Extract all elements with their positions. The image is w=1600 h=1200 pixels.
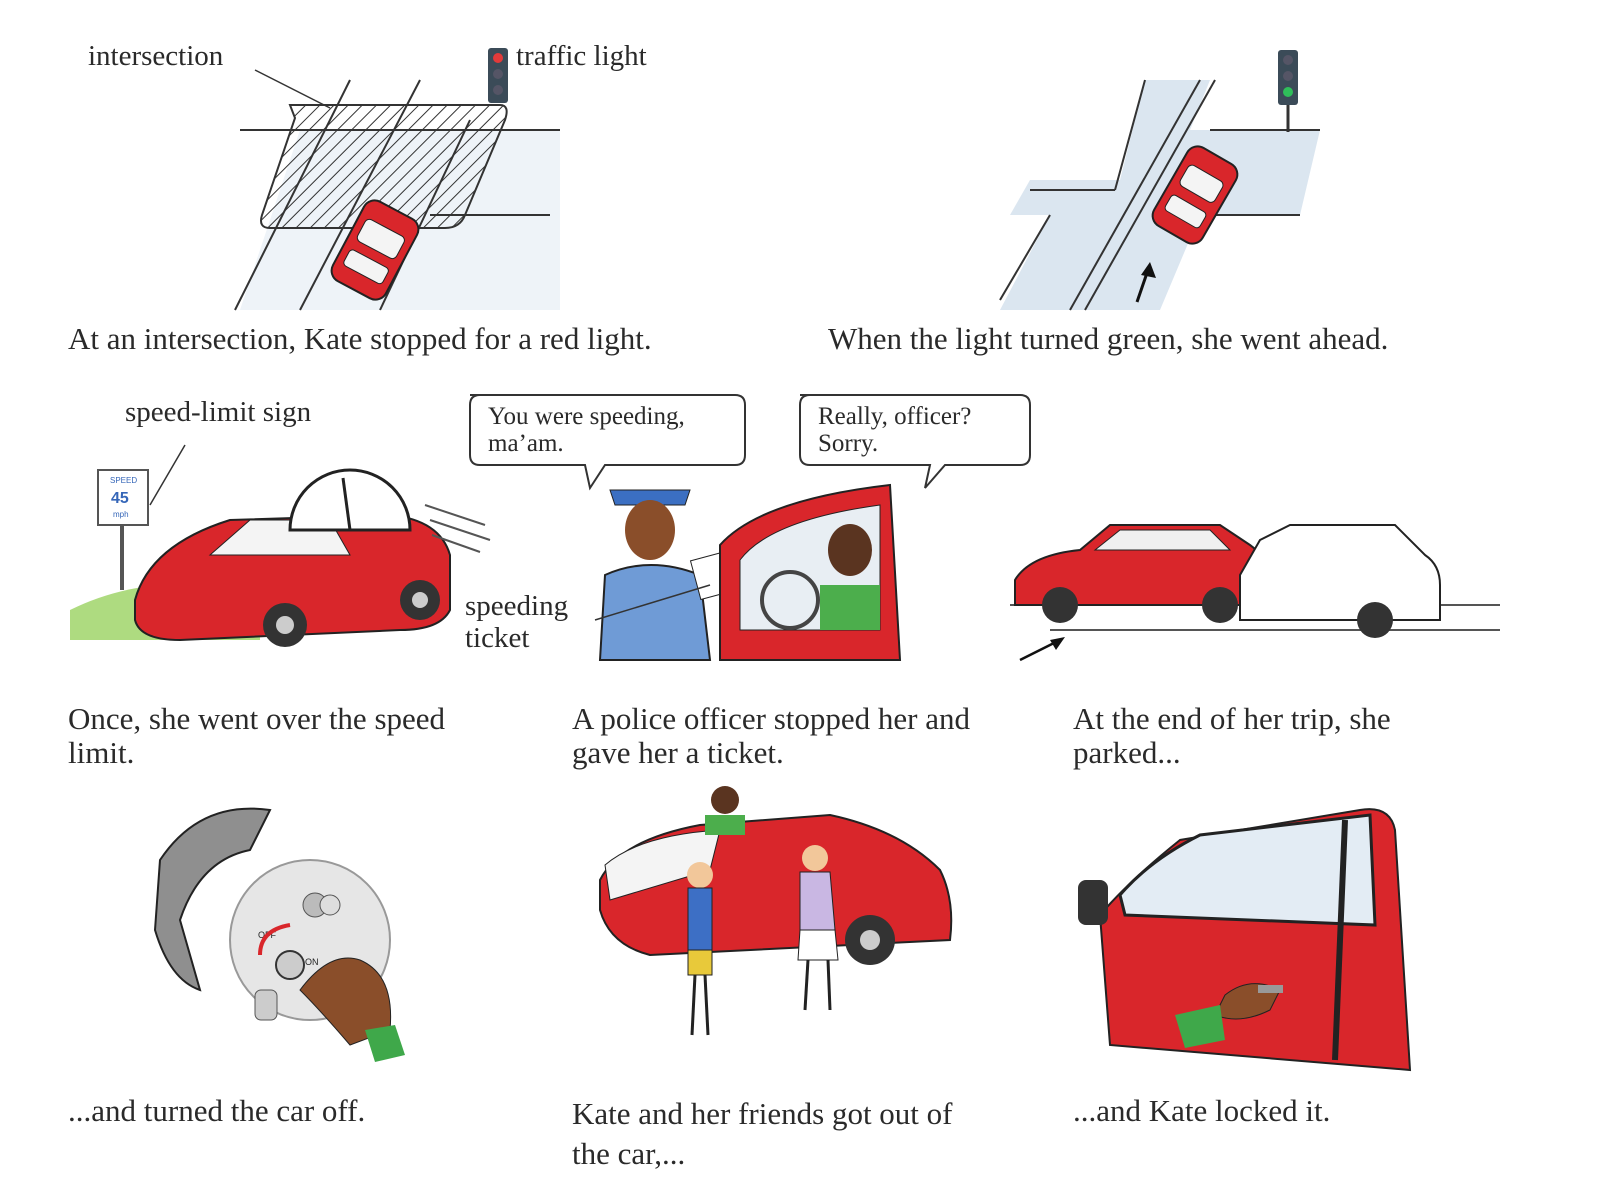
kate-head — [802, 845, 828, 871]
caption-panel1: At an intersection, Kate stopped for a r… — [68, 321, 652, 356]
caption-panel8: ...and Kate locked it. — [1073, 1093, 1331, 1128]
sign-speed-text: SPEED — [110, 476, 137, 485]
sign-pointer — [149, 444, 186, 506]
speedometer-icon — [288, 468, 412, 532]
friend-head — [687, 862, 713, 888]
kate-speech-text: Really, officer? Sorry. — [818, 403, 972, 457]
speed-limit-sign-icon — [97, 469, 149, 526]
panel4-illustration — [469, 394, 1031, 661]
red-car-icon — [330, 199, 420, 301]
caption-panel3: Once, she went over the speed limit. — [68, 701, 446, 770]
road-area — [1000, 80, 1320, 310]
ignition-on-label: ON — [305, 957, 319, 967]
intersection-label: intersection — [88, 40, 224, 72]
caption-panel2: When the light turned green, she went ah… — [828, 321, 1389, 356]
friend-body — [687, 887, 713, 951]
caption-panel6: ...and turned the car off. — [68, 1093, 366, 1128]
ignition-icon — [275, 950, 305, 980]
kate-head — [828, 524, 872, 576]
speeding-ticket-label: speeding ticket — [465, 590, 569, 654]
panel1-illustration — [234, 48, 560, 311]
panel8-illustration — [1078, 808, 1412, 1072]
caption-panel5: At the end of her trip, she parked... — [1073, 701, 1391, 770]
steering-wheel-icon — [760, 570, 820, 630]
officer-head — [625, 500, 675, 560]
car-window — [1118, 813, 1377, 927]
panel2-illustration — [999, 50, 1320, 311]
turn-arrow-icon — [258, 923, 291, 956]
red-car-icon — [134, 513, 451, 642]
police-cap-icon — [609, 489, 691, 506]
panel5-illustration — [1010, 524, 1500, 662]
caption-panel4: A police officer stopped her and gave he… — [572, 701, 970, 770]
sleeve — [365, 1025, 405, 1062]
speed-limit-sign-label: speed-limit sign — [125, 396, 312, 428]
red-car-icon — [1151, 145, 1239, 245]
panel3-illustration: SPEED 45 mph — [70, 444, 491, 647]
sleeve — [1175, 1005, 1225, 1048]
side-mirror-icon — [1078, 880, 1108, 925]
officer-speech-text: You were speeding, ma’am. — [488, 403, 685, 457]
sign-speed-value: 45 — [111, 490, 129, 507]
white-car-icon — [1239, 524, 1441, 621]
sign-speed-unit: mph — [113, 510, 129, 519]
kate-body — [799, 871, 836, 931]
officer-speech-bubble — [469, 394, 746, 491]
kate-shirt — [820, 585, 880, 630]
panel7-illustration — [599, 786, 953, 1036]
intersection-pointer — [254, 69, 331, 109]
hand — [299, 957, 392, 1046]
friend-head — [711, 786, 739, 814]
traffic-light-label: traffic light — [516, 40, 647, 72]
key-icon — [1258, 985, 1283, 993]
panel6-illustration: OFF ON — [153, 807, 405, 1062]
caption-panel7: Kate and her friends got out of the car,… — [572, 1096, 953, 1171]
officer-uniform — [598, 564, 712, 661]
kate-speech-bubble — [799, 394, 1031, 489]
intersection-hatch — [260, 104, 508, 229]
steering-wheel-icon — [153, 807, 272, 992]
ticket-pointer — [594, 584, 711, 621]
